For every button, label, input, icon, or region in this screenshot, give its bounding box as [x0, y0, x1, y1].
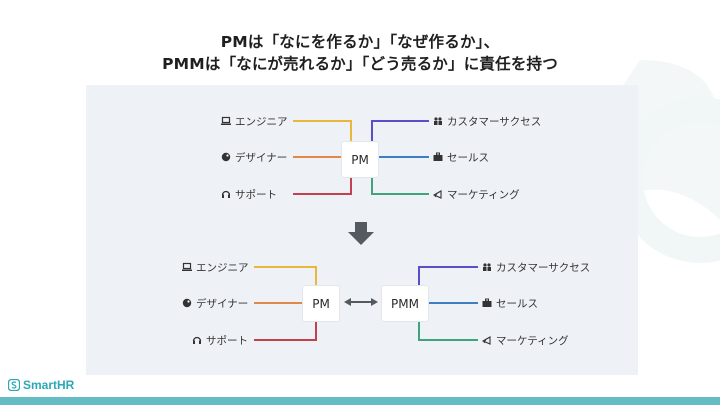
- laptop-icon: [221, 116, 231, 126]
- top-right-label-marketing: マーケティング: [433, 187, 520, 201]
- top-right-label-sales: セールス: [433, 150, 489, 164]
- label-text: エンジニア: [196, 261, 249, 274]
- label-text: セールス: [496, 297, 538, 310]
- pm-box-bottom: PM: [303, 286, 339, 321]
- briefcase-icon: [482, 298, 492, 308]
- pmm-box-bottom: PMM: [382, 286, 428, 321]
- smarthr-logo-icon: [8, 379, 20, 391]
- label-text: カスタマーサクセス: [496, 261, 591, 274]
- bottom-right-label-marketing: マーケティング: [482, 333, 569, 347]
- footer-bar: [0, 397, 720, 405]
- connector-line: [254, 321, 317, 341]
- connector-line: [418, 266, 478, 286]
- down-arrow-icon: [348, 222, 374, 245]
- label-text: カスタマーサクセス: [447, 115, 542, 128]
- connector-line: [293, 120, 352, 142]
- bidirectional-arrow-icon: [344, 298, 378, 306]
- connector-line: [293, 177, 352, 195]
- label-text: エンジニア: [235, 115, 288, 128]
- bottom-right-label-sales: セールス: [482, 296, 538, 310]
- smarthr-logo-text: SmartHR: [23, 378, 75, 392]
- connector-lines: [254, 120, 478, 341]
- connector-line: [418, 321, 478, 341]
- palette-icon: [182, 298, 192, 308]
- headset-icon: [192, 335, 202, 345]
- headset-icon: [221, 189, 231, 199]
- label-text: セールス: [447, 151, 489, 164]
- briefcase-icon: [433, 152, 443, 162]
- pm-box-top: PM: [342, 142, 378, 177]
- bottom-right-label-cs: カスタマーサクセス: [482, 260, 590, 274]
- top-left-label-designer: デザイナー: [221, 150, 287, 164]
- top-left-label-engineer: エンジニア: [221, 114, 288, 128]
- label-text: サポート: [206, 334, 248, 347]
- people-icon: [433, 116, 443, 126]
- connector-line: [371, 120, 429, 142]
- top-right-label-cs: カスタマーサクセス: [433, 114, 541, 128]
- megaphone-icon: [433, 189, 443, 199]
- laptop-icon: [182, 262, 192, 272]
- label-text: デザイナー: [196, 297, 249, 310]
- top-left-label-support: サポート: [221, 187, 277, 201]
- label-text: マーケティング: [447, 188, 520, 201]
- slide-title-line2: PMMは「なにが売れるか」「どう売るか」に責任を持つ: [162, 55, 558, 73]
- label-text: デザイナー: [235, 151, 288, 164]
- megaphone-icon: [482, 335, 492, 345]
- diagram-panel: PM エンジニア デザイナー サポート カスタマーサクセス セールス: [86, 85, 638, 375]
- smarthr-logo: SmartHR: [8, 378, 74, 392]
- connector-line: [254, 266, 317, 286]
- people-icon: [482, 262, 492, 272]
- label-text: サポート: [235, 188, 277, 201]
- bottom-left-label-designer: デザイナー: [182, 296, 248, 310]
- connector-line: [371, 177, 429, 195]
- label-text: マーケティング: [496, 334, 569, 347]
- palette-icon: [221, 152, 231, 162]
- slide-title-line1: PMは「なにを作るか」「なぜ作るか」、: [220, 33, 500, 51]
- bottom-left-label-engineer: エンジニア: [182, 260, 249, 274]
- bottom-left-label-support: サポート: [192, 333, 248, 347]
